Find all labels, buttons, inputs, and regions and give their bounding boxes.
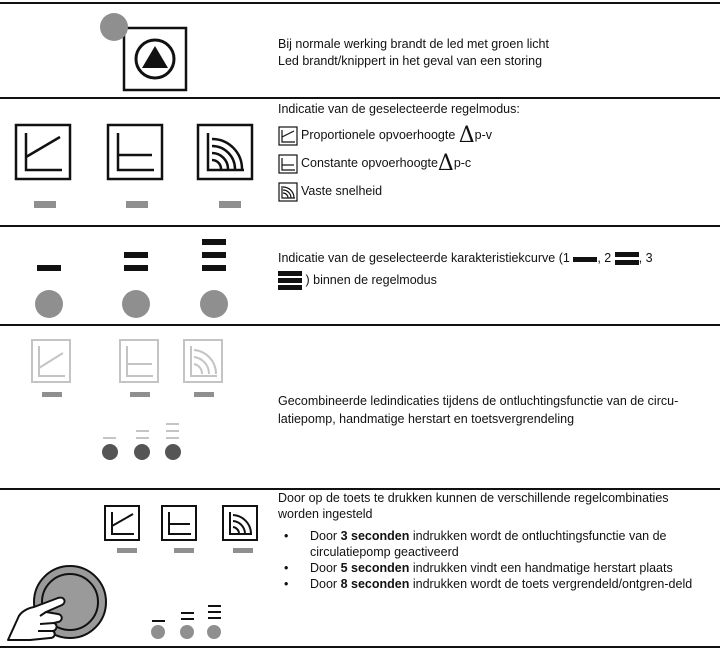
b2-post: indrukken vindt een handmatige herstart … [412,561,673,575]
mode-constant-label: Constante opvoerhoogte [301,156,438,170]
small-mode-icons [104,505,258,541]
status-led-illustration [0,4,268,96]
curve-text-part4: ) binnen de regelmodus [305,273,437,287]
b1-post: indrukken wordt de ontluchtingsfunctie v… [310,529,667,559]
row-characteristic-curve: Indicatie van de geselecteerde karakteri… [0,227,720,323]
mode-illustration [0,99,268,224]
curve-2-inline-icon [614,251,639,265]
proportional-mode-icon [14,123,72,208]
mode-fixed-speed-label: Vaste snelheid [301,184,383,198]
led-fault-text: Led brandt/knippert in het geval van een… [278,54,543,68]
pump-symbol-icon [100,13,188,92]
bullet-icon: • [284,577,289,591]
b1-pre: Door [310,529,338,543]
row-combined-indications: Gecombineerde ledindicaties tijdens de o… [0,326,720,488]
curve-1-inline-icon [573,256,598,262]
divider-3 [0,324,720,326]
curve-2-icon [122,252,150,318]
fixed-speed-mode-icon [196,123,254,208]
top-rule [0,2,720,4]
proportional-small-icon [278,126,298,146]
mode-pc-label: p-c [453,156,472,170]
fixed-speed-small-icon [278,182,298,202]
faded-mode-leds [42,392,214,397]
bullet-5-seconds: • Door 5 seconden indrukken vindt een ha… [284,560,712,576]
bullet-8-seconds: • Door 8 seconden indrukken wordt de toe… [284,576,712,592]
bullet-3-seconds: • Door 3 seconden indrukken wordt de ont… [284,528,712,560]
constant-small-icon [278,154,298,174]
button-illustration [0,490,268,648]
b2-bold: 5 seconden [340,561,410,575]
curve-text-part2: , 2 [597,251,612,265]
curve-text-part3: , 3 [638,251,653,265]
curve-illustration [0,227,268,323]
mode-intro-text: Indicatie van de geselecteerde regelmodu… [278,102,520,116]
faded-curve-bars [103,423,179,439]
small-mode-leds [117,548,253,553]
delta-symbol: Δ [437,151,454,176]
curve-3-icon [200,239,228,318]
b3-post: indrukken wordt de toets vergrendeld/ont… [412,577,693,591]
b1-bold: 3 seconden [340,529,410,543]
row-status-led: Bij normale werking brandt de led met gr… [0,4,720,96]
small-curve-bars [152,605,221,622]
curve-led-dots [102,444,181,460]
small-curve-leds [151,625,221,639]
delta-symbol: Δ [458,123,475,148]
row-control-mode: Indicatie van de geselecteerde regelmodu… [0,99,720,224]
combined-indications-text: Gecombineerde ledindicaties tijdens de o… [278,394,679,426]
combined-illustration [0,326,268,488]
b3-bold: 8 seconden [340,577,410,591]
divider-1 [0,97,720,99]
curve-1-icon [35,265,63,318]
divider-2 [0,225,720,227]
curve-text-part1: Indicatie van de geselecteerde karakteri… [278,251,570,265]
bottom-rule [0,646,720,648]
constant-mode-icon [106,123,164,208]
b2-pre: Door [310,561,338,575]
row-button-operation: Door op de toets te drukken kunnen de ve… [0,490,720,648]
curve-3-inline-icon [278,270,302,290]
mode-proportional-label: Proportionele opvoerhoogte [301,128,456,142]
led-normal-text: Bij normale werking brandt de led met gr… [278,37,549,51]
button-intro-text: Door op de toets te drukken kunnen de ve… [278,491,669,521]
hand-pointer-icon [7,596,66,641]
b3-pre: Door [310,577,338,591]
status-led-icon [100,13,128,41]
bullet-icon: • [284,529,289,543]
divider-4 [0,488,720,490]
faded-mode-icons [31,339,223,383]
bullet-icon: • [284,561,289,575]
mode-pv-label: p-v [474,128,493,142]
